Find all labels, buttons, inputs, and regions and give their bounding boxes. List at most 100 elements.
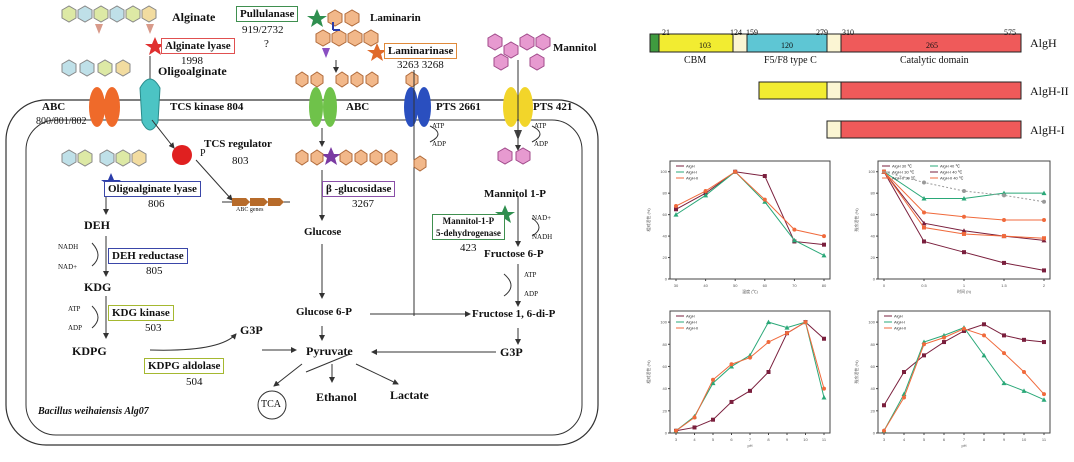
x-tick-label: 4: [693, 437, 696, 442]
data-point: [922, 342, 926, 347]
kdpg-aldolase-box: KDPG aldolase: [144, 358, 225, 374]
cbm-len: 103: [699, 41, 711, 50]
pts2-label: PTS 421: [533, 101, 573, 113]
x-tick-label: 9: [1003, 437, 1006, 442]
legend-label: AlgH: [686, 314, 695, 319]
data-point: [674, 207, 678, 212]
deh-label: DEH: [84, 218, 111, 232]
data-point: [785, 331, 789, 336]
x-axis-label: pH: [747, 443, 752, 448]
data-point: [882, 403, 886, 408]
data-point: [961, 228, 967, 233]
atp2-label: ATP: [524, 271, 537, 279]
data-point: [962, 214, 966, 219]
legend-label: AlgH-I: [686, 170, 697, 175]
legend-label: AlgH 40 ℃: [940, 164, 960, 169]
x-axis-label: pH: [961, 443, 966, 448]
cbm-name: CBM: [684, 55, 707, 66]
legend-label: AlgH: [894, 314, 903, 319]
fructose16dip-label: Fructose 1, 6-di-P: [472, 308, 556, 320]
data-point: [942, 340, 946, 345]
y-axis-label: 相对活性 (%): [645, 208, 651, 232]
data-point: [982, 322, 986, 327]
cell-outer-membrane: [5, 99, 599, 446]
nad2-label: NAD+: [532, 214, 552, 222]
m1p-dh-box: Mannitol-1-P 5-dehydrogenase: [432, 214, 505, 240]
data-point: [981, 352, 987, 358]
legend-label: AlgH-II: [686, 326, 698, 331]
data-point: [674, 428, 678, 433]
pathway-diagram: [5, 5, 599, 446]
abc-transporter-mid: [309, 87, 337, 127]
mannitol-label: Mannitol: [553, 42, 597, 54]
x-tick-label: 6: [730, 437, 733, 442]
y-tick-label: 40: [663, 234, 668, 239]
x-tick-label: 7: [749, 437, 752, 442]
x-tick-label: 1: [963, 283, 966, 288]
data-point: [1042, 218, 1046, 222]
legend-label: AlgH 30 ℃: [892, 164, 912, 169]
m1p-dh-id: 423: [460, 242, 477, 254]
m1p-dh-line1: Mannitol-1-P: [442, 216, 495, 226]
y-axis-label: 相对活性 (%): [645, 360, 651, 384]
data-point: [922, 353, 926, 358]
glucosides-inside: [295, 149, 398, 166]
oligoalginate-inside: [61, 149, 147, 167]
tcs-regulator-label: TCS regulator: [204, 138, 272, 150]
data-point: [1002, 333, 1006, 338]
pos-159: 159: [746, 28, 758, 37]
glucose6p-label: Glucose 6-P: [296, 306, 352, 318]
adp1-label: ADP: [68, 324, 83, 332]
abc-left-ids: 800/801/802: [36, 116, 87, 127]
pts1-label: PTS 2661: [436, 101, 481, 113]
beta-glucosidase-id: 3267: [352, 198, 374, 210]
pos-124: 124: [730, 28, 742, 37]
alginate-chain: [61, 5, 157, 34]
legend-label: AlgH: [686, 164, 695, 169]
domain-diagram: [649, 33, 1022, 139]
adp2-label: ADP: [524, 290, 539, 298]
data-point: [921, 220, 927, 226]
data-point: [792, 227, 797, 232]
data-point: [1042, 392, 1046, 397]
y-tick-label: 100: [660, 169, 667, 174]
data-point: [962, 231, 966, 236]
plot-frame: [669, 160, 831, 280]
data-point: [766, 340, 771, 345]
x-tick-label: 60: [763, 283, 768, 288]
abc-genes-label: ABC genes: [236, 207, 264, 213]
x-tick-label: 11: [1042, 437, 1047, 442]
data-point: [902, 395, 906, 400]
g3p-right-label: G3P: [500, 345, 523, 359]
y-tick-label: 60: [663, 364, 668, 369]
data-point: [784, 325, 790, 330]
data-point: [961, 196, 967, 201]
data-point: [1002, 351, 1006, 356]
data-point: [882, 428, 886, 433]
data-point: [921, 196, 927, 201]
y-tick-label: 40: [663, 386, 668, 391]
data-point: [729, 399, 734, 404]
data-point: [822, 242, 826, 247]
protein-algh-ii: AlgH-II: [1030, 84, 1069, 98]
algh-bar: [649, 33, 1022, 53]
y-tick-label: 0: [873, 431, 876, 436]
x-tick-label: 3: [883, 437, 886, 442]
data-point: [1041, 397, 1047, 402]
abc-left-label: ABC: [42, 101, 66, 113]
mannitol1p-label: Mannitol 1-P: [484, 188, 547, 200]
series-line: [883, 171, 1045, 203]
x-tick-label: 0.5: [921, 283, 927, 288]
data-point: [762, 197, 767, 202]
x-tick-label: 40: [703, 283, 708, 288]
pullulanase-star: [307, 9, 327, 27]
y-tick-label: 0: [665, 277, 668, 282]
protein-algh-i: AlgH-I: [1030, 123, 1065, 137]
data-point: [703, 192, 709, 198]
legend-label: AlgH-II 40 ℃: [940, 176, 964, 181]
data-point: [673, 212, 679, 217]
fructose6p-label: Fructose 6-P: [484, 248, 544, 260]
data-point: [902, 370, 906, 374]
x-axis-label: 时间 (h): [957, 288, 972, 294]
x-tick-label: 30: [674, 283, 679, 288]
